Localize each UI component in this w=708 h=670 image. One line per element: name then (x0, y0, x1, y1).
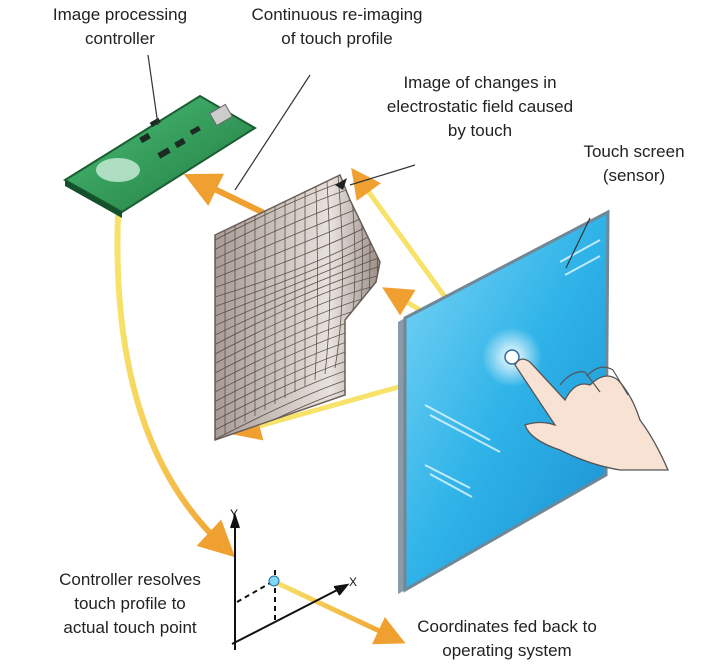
mesh-line (314, 175, 318, 381)
label-line: touch profile to (74, 594, 186, 613)
arrow-controller-to-axes (114, 212, 236, 558)
mesh-line (215, 255, 380, 326)
arrow-mesh-to-controller (183, 173, 265, 215)
label-line: Touch screen (583, 142, 685, 161)
label-line: electrostatic field caused (386, 97, 574, 116)
label-image-processing-controller: Image processing controller (53, 3, 187, 51)
label-coordinates-fed-back: Coordinates fed back to operating system (417, 615, 597, 663)
label-line: operating system (442, 641, 572, 660)
coordinate-axes (230, 512, 350, 650)
leader-lines (147, 54, 416, 191)
x-axis-label: X (349, 575, 357, 589)
label-line: of touch profile (281, 29, 393, 48)
label-line: by touch (447, 121, 513, 140)
finger-hand (514, 358, 669, 471)
label-touch-screen: Touch screen (sensor) (583, 140, 684, 188)
label-continuous-reimaging: Continuous re-imaging of touch profile (251, 3, 422, 51)
label-line: Coordinates fed back to (417, 617, 597, 636)
arrow-to-os (272, 579, 406, 645)
field-mesh (214, 173, 381, 442)
mesh-line (215, 236, 380, 307)
label-line: Image of changes in (403, 73, 557, 92)
mesh-line (215, 274, 380, 345)
mesh-line (215, 283, 380, 355)
label-field-image: Image of changes in electrostatic field … (387, 71, 573, 143)
mesh-line (215, 245, 380, 317)
label-line: Image processing (52, 5, 188, 24)
mesh-line (215, 264, 380, 336)
mesh-line (334, 175, 343, 369)
label-line: Controller resolves (59, 570, 201, 589)
label-controller-resolves: Controller resolves touch profile to act… (59, 568, 201, 640)
mesh-line (324, 175, 331, 375)
touch-point (268, 575, 280, 587)
y-axis-label: Y (230, 507, 238, 521)
mesh-line (215, 175, 380, 241)
label-line: Continuous re-imaging (251, 5, 423, 24)
label-line: (sensor) (602, 166, 666, 185)
mesh-line (374, 175, 378, 345)
controller-board (63, 94, 257, 218)
label-line: controller (85, 29, 155, 48)
label-line: actual touch point (63, 618, 197, 637)
